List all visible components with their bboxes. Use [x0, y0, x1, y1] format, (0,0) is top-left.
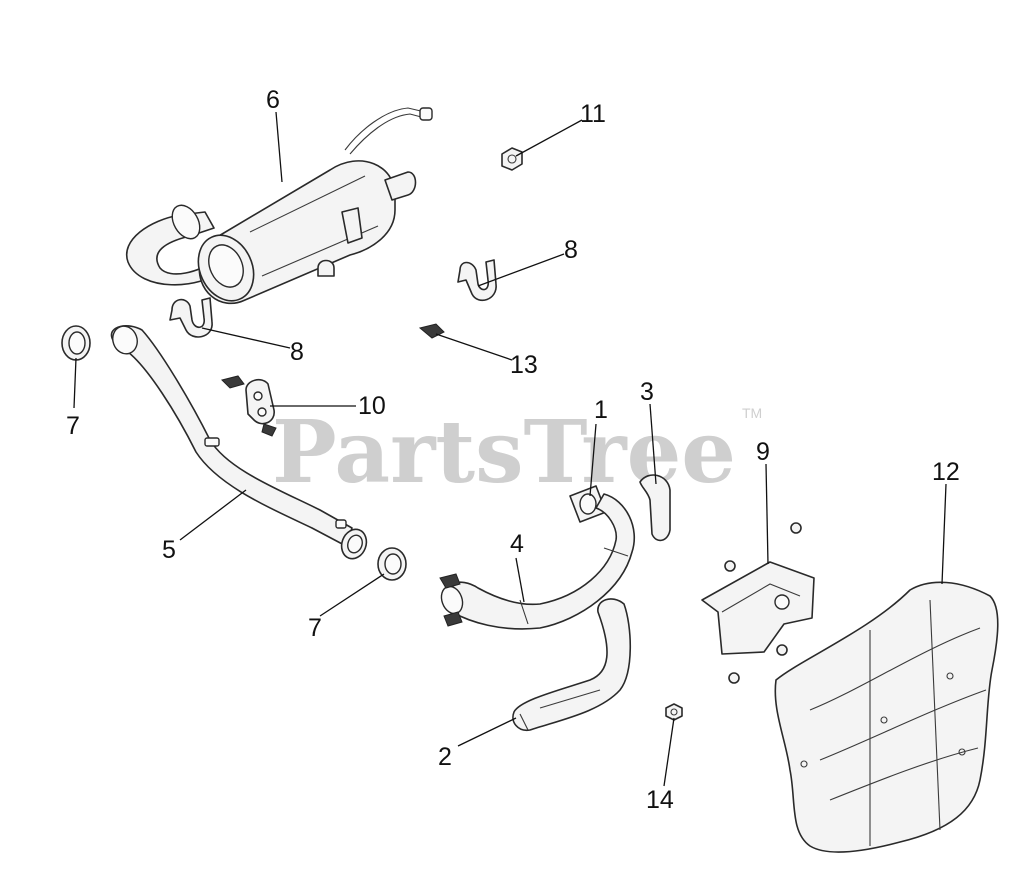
- callout-9: 9: [756, 438, 770, 466]
- part-shield-9[interactable]: [701, 561, 815, 655]
- callout-7-right: 7: [308, 614, 322, 642]
- part-bracket-8-upper[interactable]: [457, 259, 497, 302]
- callout-11: 11: [580, 100, 606, 128]
- bolt-icon: [776, 644, 788, 656]
- callout-5: 5: [162, 536, 176, 564]
- callout-13: 13: [510, 351, 538, 379]
- bolt-group-9: [724, 522, 802, 684]
- bolt-icon: [728, 672, 740, 684]
- part-heat-shield-3[interactable]: [639, 474, 671, 542]
- callout-1: 1: [594, 396, 608, 424]
- watermark-trademark: TM: [742, 405, 762, 421]
- callout-8-lower: 8: [290, 338, 304, 366]
- bolt-icon: [790, 522, 802, 534]
- callout-2: 2: [438, 743, 452, 771]
- part-heat-shield-12[interactable]: [774, 581, 999, 853]
- callout-8-upper: 8: [564, 236, 578, 264]
- callout-4: 4: [510, 530, 524, 558]
- callout-12: 12: [932, 458, 960, 486]
- callout-14: 14: [646, 786, 674, 814]
- part-muffler[interactable]: [125, 107, 433, 310]
- part-nut-11[interactable]: [501, 147, 523, 171]
- part-gasket-7-left[interactable]: [61, 325, 91, 361]
- part-gasket-7-right[interactable]: [377, 547, 407, 581]
- callout-7-left: 7: [66, 412, 80, 440]
- callout-6: 6: [266, 86, 280, 114]
- part-heat-shield-2[interactable]: [512, 598, 632, 732]
- part-bracket-8-lower[interactable]: [169, 297, 213, 338]
- bolt-icon: [724, 560, 736, 572]
- part-mount-10[interactable]: [245, 378, 277, 437]
- leader-lines: [73, 111, 947, 787]
- part-bolt-14[interactable]: [665, 703, 683, 721]
- callout-labels: 6 11 8 8 13 7 10 1 3 9 12 5 4 7 2 14: [66, 86, 960, 814]
- part-pipe-5[interactable]: [109, 323, 370, 562]
- callout-3: 3: [640, 378, 654, 406]
- callout-10: 10: [358, 392, 386, 420]
- part-header-pipe-4[interactable]: [438, 493, 636, 630]
